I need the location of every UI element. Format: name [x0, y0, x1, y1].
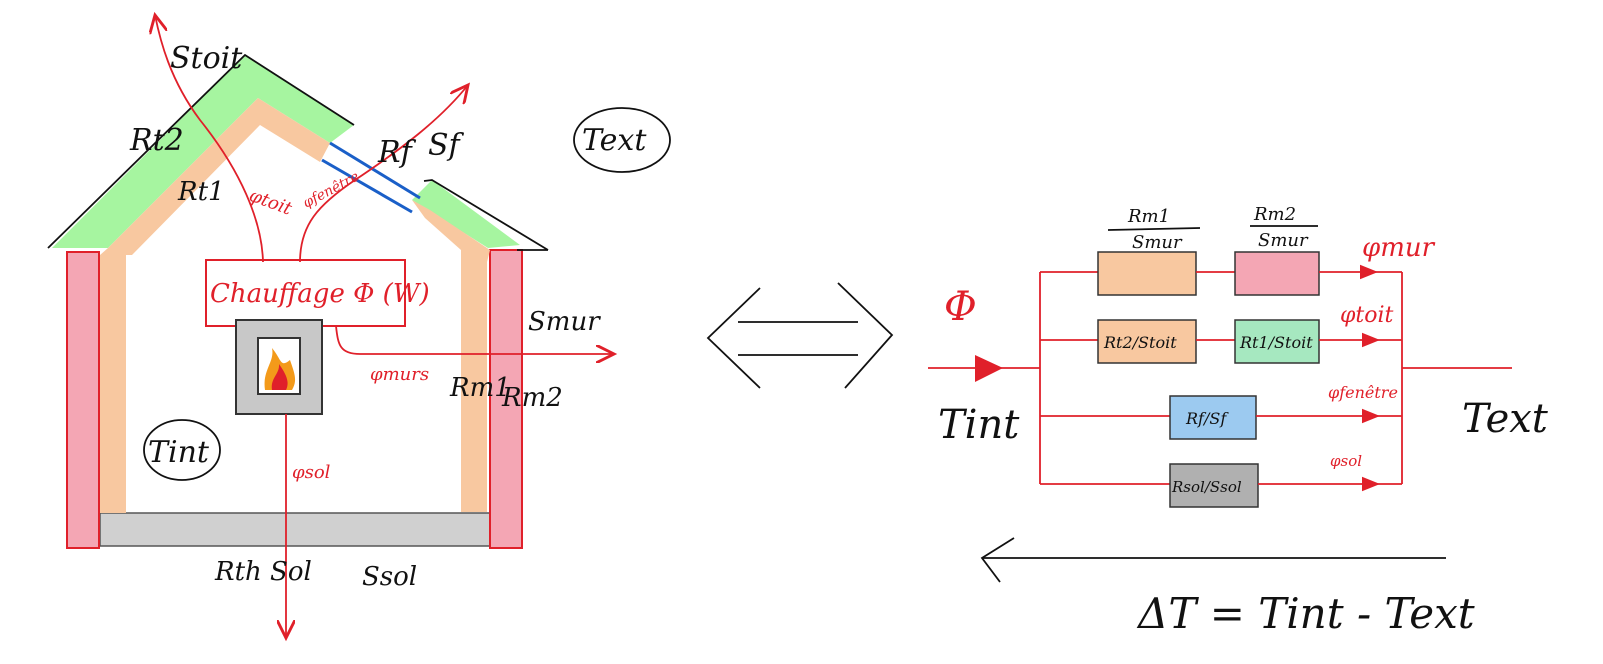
input-arrow-icon [975, 355, 1003, 382]
label-rt1-stoit: Rt1/Stoit [1239, 333, 1313, 352]
label-stoit: Stoit [170, 41, 243, 76]
floor-slab [99, 512, 493, 547]
window-pane-1 [329, 141, 421, 200]
heating-label: Chauffage Φ (W) [210, 279, 430, 309]
box-rsol-ssol [1169, 463, 1259, 508]
left-outer-wall [66, 251, 100, 549]
phi-fenetre-label: φfenêtre [1328, 383, 1398, 402]
box-rt1-stoit [1234, 319, 1320, 364]
label-sf: Sf [428, 128, 465, 163]
label-ssol: Ssol [362, 562, 417, 592]
label-rf-sf: Rf/Sf [1185, 409, 1229, 428]
text-label: Text [1462, 396, 1549, 442]
box-rt2-stoit [1097, 319, 1197, 364]
roof-outer-layer-right [412, 180, 520, 248]
label-rth-sol: Rth Sol [214, 557, 312, 587]
phi-mur-label: φmur [1362, 233, 1436, 263]
roof-insulation-right [412, 200, 490, 262]
delta-t-arrow-head-icon [980, 537, 1015, 583]
thermal-circuit: Rm1 Smur Rm2 Smur Rt2/Stoit Rt1/Stoit Rf… [928, 204, 1549, 638]
label-rt2: Rt2 [129, 123, 184, 158]
left-insulation [100, 255, 126, 513]
house-drawing: Stoit Rt2 Rt1 Rf Sf φtoit φfenêtre Chauf… [47, 15, 671, 638]
flux-toit-arrow [155, 15, 264, 263]
label-rsol-ssol: Rsol/Ssol [1171, 478, 1242, 496]
flame-inner-icon [271, 364, 288, 390]
box-rm2-smur [1234, 251, 1320, 296]
rm2-denominator: Smur [1258, 230, 1309, 251]
box-rf-sf [1169, 395, 1257, 440]
flux-murs-arrow [335, 325, 614, 354]
label-phi-fenetre: φfenêtre [300, 169, 362, 212]
window-pane-2 [321, 158, 413, 214]
label-rm2: Rm2 [501, 383, 563, 413]
rm1-fraction-bar [1107, 227, 1201, 231]
label-phi-murs: φmurs [370, 364, 429, 385]
delta-t-label: ΔT = Tint - Text [1136, 589, 1475, 638]
rm2-numerator: Rm2 [1253, 204, 1296, 225]
label-tint: Tint [148, 435, 210, 470]
label-text: Text [582, 123, 647, 158]
rm1-numerator: Rm1 [1127, 206, 1170, 227]
roof-outline [47, 53, 549, 251]
tint-circle [143, 419, 221, 481]
double-arrow-equivalence-icon [706, 282, 894, 389]
right-insulation [461, 250, 487, 512]
label-rf: Rf [377, 135, 417, 170]
phi-toit-label: φtoit [1340, 303, 1394, 328]
phi-in-label: Φ [944, 284, 977, 330]
flux-fenetre-arrow [299, 85, 468, 263]
label-rm1: Rm1 [449, 373, 511, 403]
label-rt2-stoit: Rt2/Stoit [1103, 333, 1177, 352]
label-smur: Smur [528, 307, 601, 337]
text-circle [573, 107, 671, 173]
right-outer-wall [489, 249, 523, 549]
phi-sol-label: φsol [1330, 452, 1362, 470]
label-phi-sol: φsol [292, 462, 331, 483]
tint-label: Tint [938, 402, 1020, 448]
roof-outer-layer-left [52, 55, 354, 248]
label-rt1: Rt1 [177, 177, 225, 207]
roof-insulation-left [100, 98, 330, 255]
box-rm1-smur [1097, 251, 1197, 296]
rm1-denominator: Smur [1132, 232, 1183, 253]
